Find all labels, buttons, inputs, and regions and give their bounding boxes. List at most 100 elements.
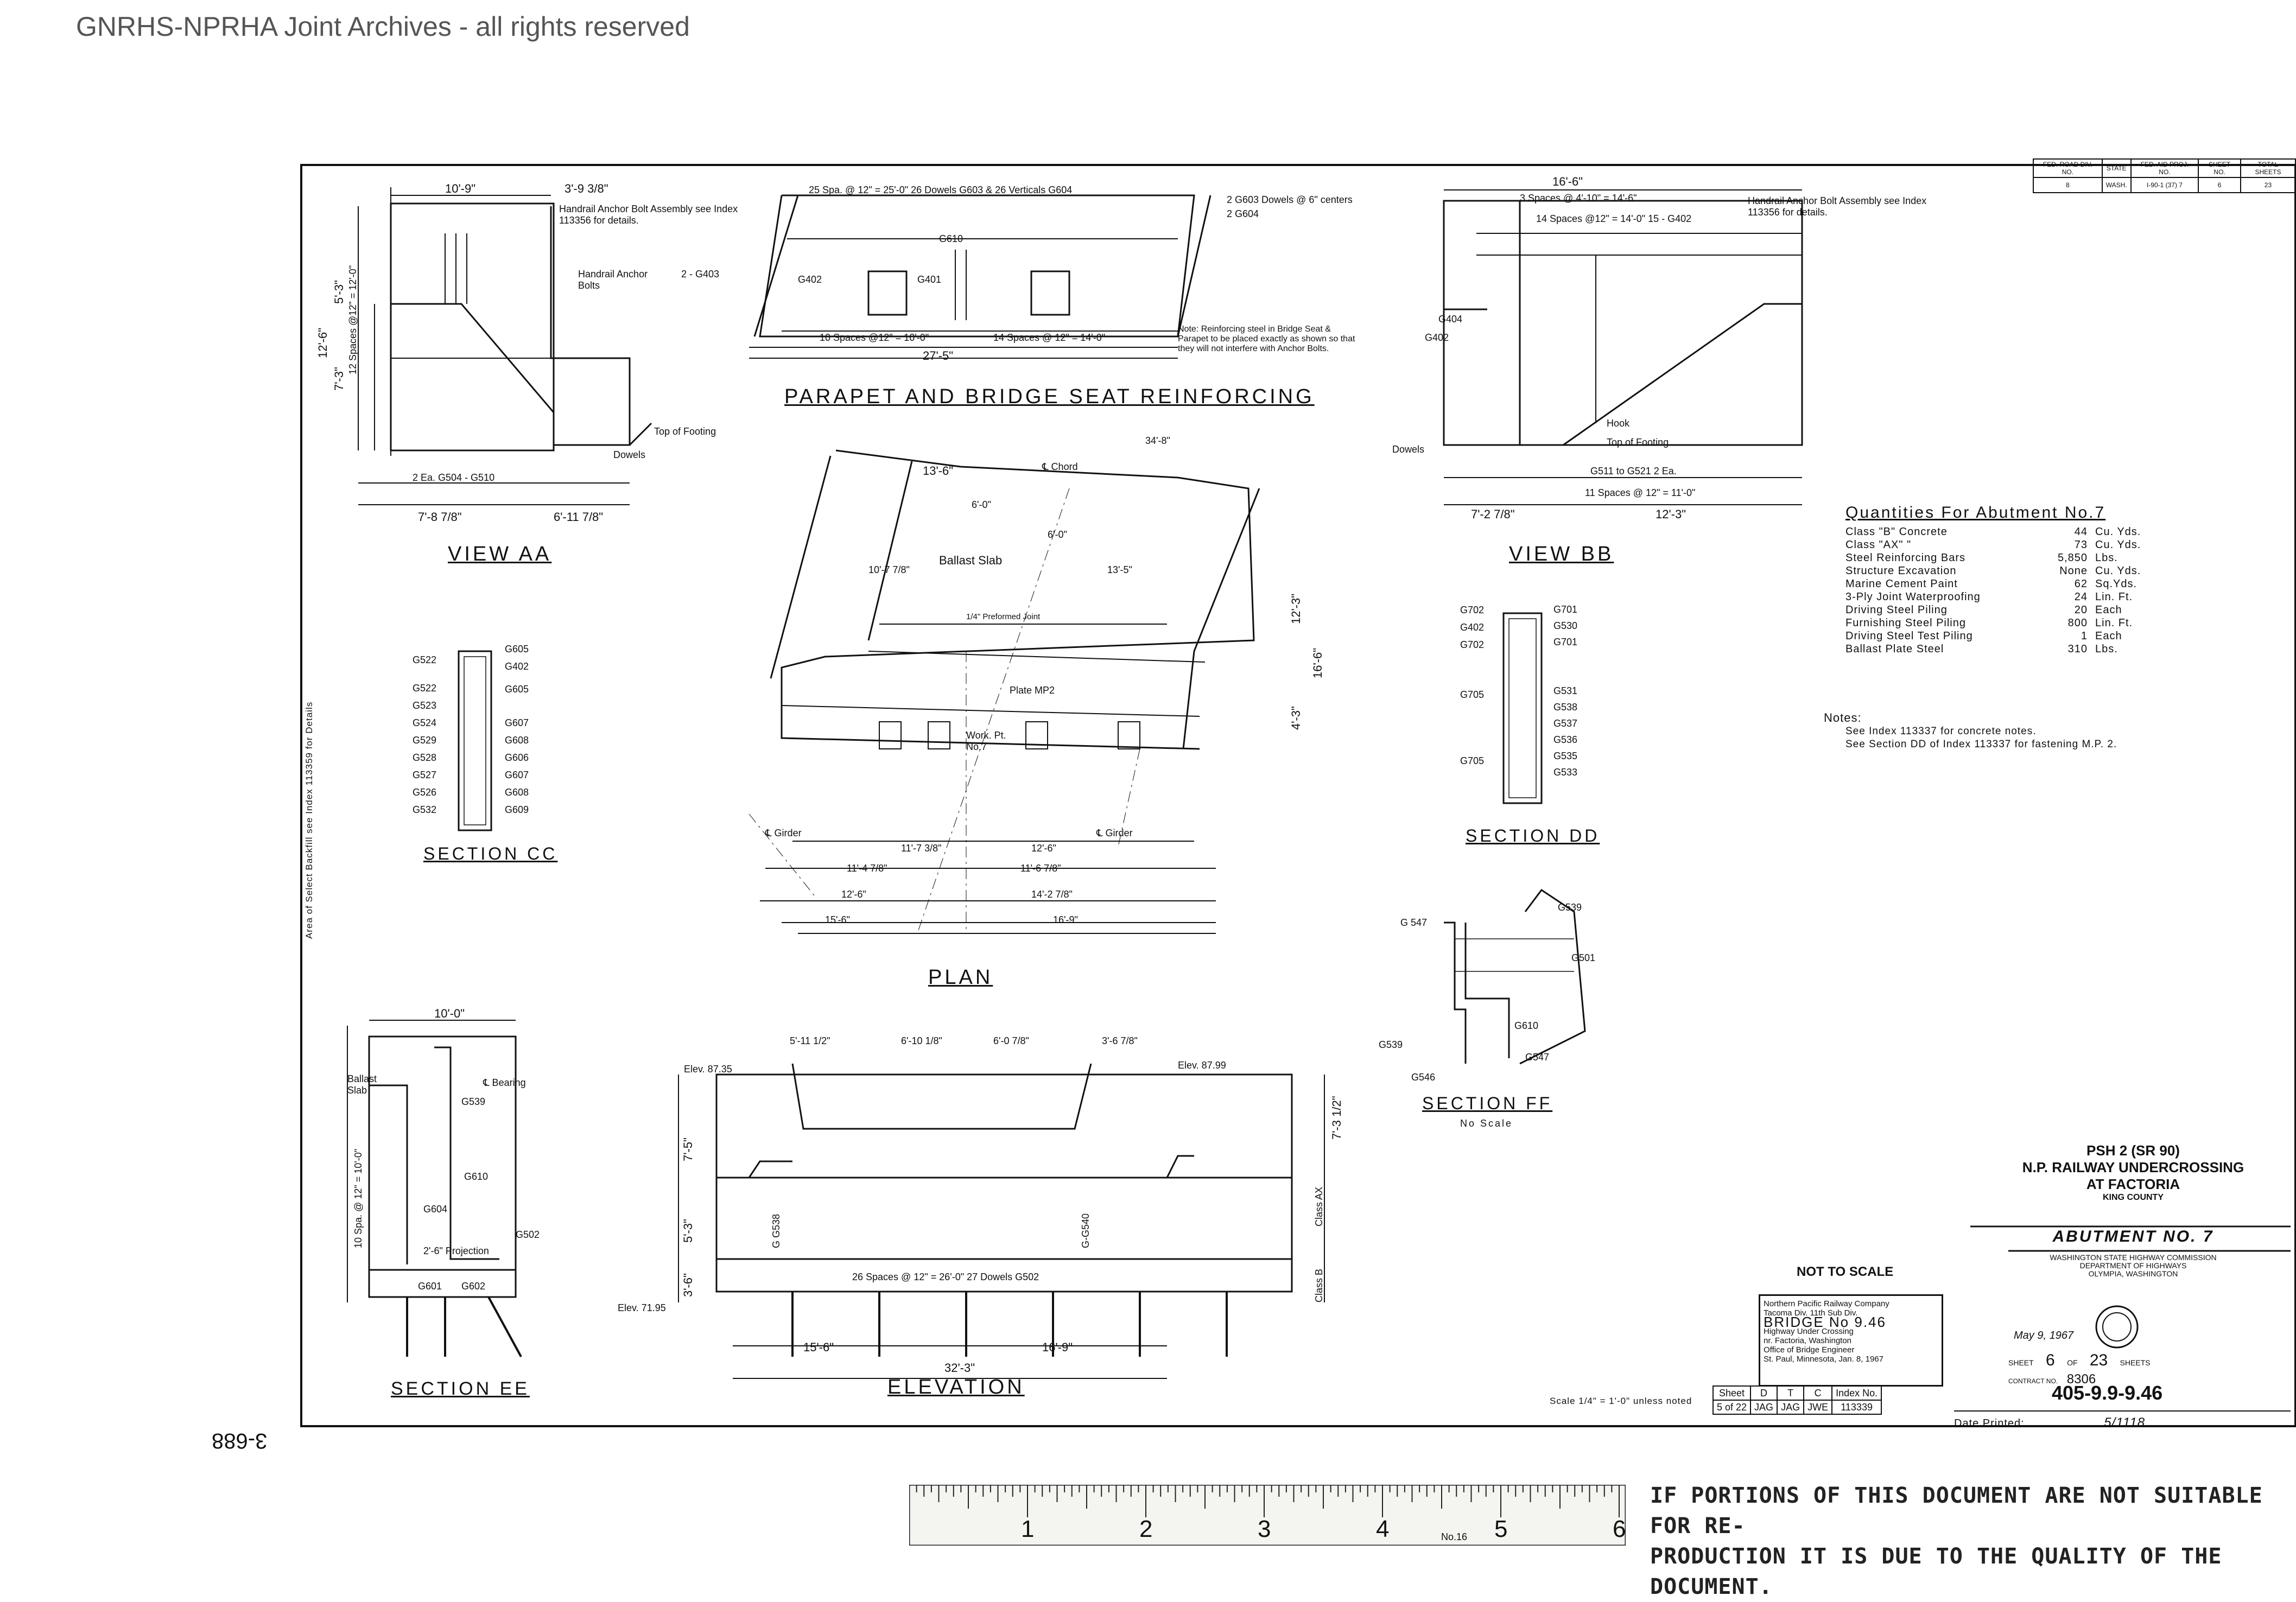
bb-spaces2: 14 Spaces @12" = 14'-0" 15 - G402 [1536, 213, 1692, 224]
cc-bar-label: G522 [413, 683, 437, 694]
plan-joint: 1/4" Preformed Joint [966, 612, 1041, 621]
cc-bar-label: G606 [505, 752, 529, 763]
backfill-note: Area of Select Backfill see Index 113359… [304, 701, 314, 939]
dd-bar-label: G530 [1553, 620, 1578, 631]
ee-g502: G502 [516, 1229, 540, 1240]
contract-number: 8306 [2066, 1372, 2096, 1387]
plan-bdim5: 12'-6" [841, 889, 866, 900]
rev-value: 113339 [1831, 1400, 1882, 1415]
rev-value: JAG [1750, 1400, 1778, 1415]
section-cc-drawing [458, 650, 492, 831]
aa-dowels: Dowels [613, 449, 646, 460]
plan-chord: ℄ Chord [1042, 461, 1078, 472]
elev-top4: 3'-6 7/8" [1102, 1035, 1138, 1046]
parapet-drawing [749, 194, 1212, 359]
view-bb-drawing [1443, 189, 1803, 505]
plan-dim4: 10'-7 7/8" [868, 564, 910, 575]
fed-value: 6 [2198, 177, 2241, 193]
section-cc-title: SECTION CC [423, 844, 558, 863]
drawing-linework [347, 187, 2291, 1412]
drawing-number: 405-9.9-9.46 [2052, 1382, 2163, 1404]
aa-height1: 12'-6" [316, 327, 329, 358]
dd-bar-label: G538 [1553, 702, 1578, 713]
side-mark: 3-688 [212, 1429, 268, 1453]
dd-bar-label: G702 [1460, 605, 1485, 615]
cc-bar-label: G607 [505, 717, 529, 728]
section-dd-drawing [1502, 612, 1543, 804]
ee-g601: G601 [418, 1281, 442, 1292]
ff-g547b: G547 [1525, 1052, 1550, 1063]
bb-g511: G511 to G521 2 Ea. [1590, 466, 1677, 476]
ee-spaces: 10 Spa. @ 12" = 10'-0" [353, 1148, 364, 1248]
project-county: KING COUNTY [2103, 1193, 2164, 1202]
railway-line: St. Paul, Minnesota, Jan. 8, 1967 [1764, 1355, 1883, 1364]
plan-plate: Plate MP2 [1010, 685, 1055, 696]
fed-header: FED. AID PROJ. NO. [2130, 158, 2199, 178]
quantity-unit: Lbs. [2095, 643, 2118, 655]
ff-g610: G610 [1514, 1020, 1539, 1031]
elev-g540: G-G540 [1080, 1213, 1091, 1248]
section-ff-title: SECTION FF [1422, 1094, 1553, 1113]
dd-bar-label: G533 [1553, 767, 1578, 778]
ee-elev: Elev. 71.95 [618, 1302, 666, 1313]
cc-bar-label: G529 [413, 735, 437, 746]
plan-bdim1: 11'-7 3/8" [901, 843, 942, 854]
fed-header: STATE [2101, 158, 2132, 178]
view-aa-title: VIEW AA [448, 543, 552, 565]
aa-bottom-dim2: 6'-11 7/8" [554, 510, 604, 524]
elev-top3: 6'-0 7/8" [993, 1035, 1029, 1046]
ruler-number: 4 [1376, 1516, 1389, 1542]
sheet-label: SHEET [2008, 1358, 2034, 1367]
quantity-item: Class "B" Concrete [1845, 526, 1948, 538]
ff-g546: G546 [1411, 1072, 1436, 1083]
dd-bar-label: G536 [1553, 734, 1578, 745]
quantity-value: 73 [2074, 539, 2088, 551]
ruler-number: 1 [1021, 1516, 1034, 1542]
elev-elevation1: Elev. 87.35 [684, 1064, 732, 1075]
cc-bar-label: G523 [413, 700, 437, 711]
plan-work-point: Work. Pt. No.7 [966, 730, 1006, 752]
dd-bars-right: G701 G530 G701 G531 G538 G537 G536 G535 … [1553, 601, 1577, 780]
ee-g539: G539 [461, 1096, 486, 1107]
plan-title: PLAN [928, 966, 993, 989]
plan-bdim4: 11'-6 7/8" [1020, 863, 1061, 874]
plan-rdim3: 4'-3" [1289, 706, 1303, 730]
ff-g501: G501 [1571, 952, 1596, 963]
approved-date: May 9, 1967 [2014, 1330, 2074, 1342]
parapet-title: PARAPET AND BRIDGE SEAT REINFORCING [784, 385, 1315, 408]
bb-handrail-note: Handrail Anchor Bolt Assembly see Index … [1748, 195, 1927, 218]
plan-dim1: 13'-6" [923, 464, 954, 478]
plan-dim2: 6'-0" [972, 499, 991, 510]
aa-dim-top: 10'-9" [445, 182, 476, 195]
railway-division: Tacoma Div. 11th Sub Div. [1764, 1308, 1858, 1318]
plan-rdim1: 12'-3" [1289, 593, 1303, 624]
plan-bdim3: 11'-4 7/8" [847, 863, 887, 874]
rev-header: D [1750, 1385, 1778, 1401]
fed-value: 23 [2240, 177, 2296, 193]
ruler-number: 6 [1613, 1516, 1626, 1542]
quantity-item: Driving Steel Test Piling [1845, 630, 1973, 642]
parapet-bottom-dim2: 14 Spaces @ 12" = 14'-0" [993, 332, 1106, 343]
dd-bar-label: G535 [1553, 751, 1578, 761]
quantity-unit: Lin. Ft. [2095, 591, 2133, 603]
parapet-g402: G402 [798, 274, 822, 285]
dd-bar-label: G531 [1553, 685, 1578, 696]
elevation-drawing [678, 1063, 1325, 1379]
title-block-lines [1954, 1225, 2291, 1412]
elev-elevation2: Elev. 87.99 [1178, 1060, 1226, 1071]
elev-dim1: 15'-6" [803, 1340, 834, 1354]
quantity-unit: Lbs. [2095, 552, 2118, 564]
bb-spaces: 3 Spaces @ 4'-10" = 14'-6" [1520, 193, 1637, 204]
cc-bar-label: G522 [413, 654, 437, 665]
elev-h1: 7'-5" [681, 1137, 695, 1161]
ff-g539: G539 [1558, 902, 1582, 913]
sheet-number: 6 [2046, 1351, 2055, 1369]
fed-header: SHEET NO. [2198, 158, 2241, 178]
banner-line: PRODUCTION IT IS DUE TO THE QUALITY OF T… [1650, 1544, 2222, 1599]
aa-height3: 5'-3" [332, 280, 346, 304]
quantity-unit: Lin. Ft. [2095, 617, 2133, 629]
fed-value: WASH. [2101, 177, 2132, 193]
